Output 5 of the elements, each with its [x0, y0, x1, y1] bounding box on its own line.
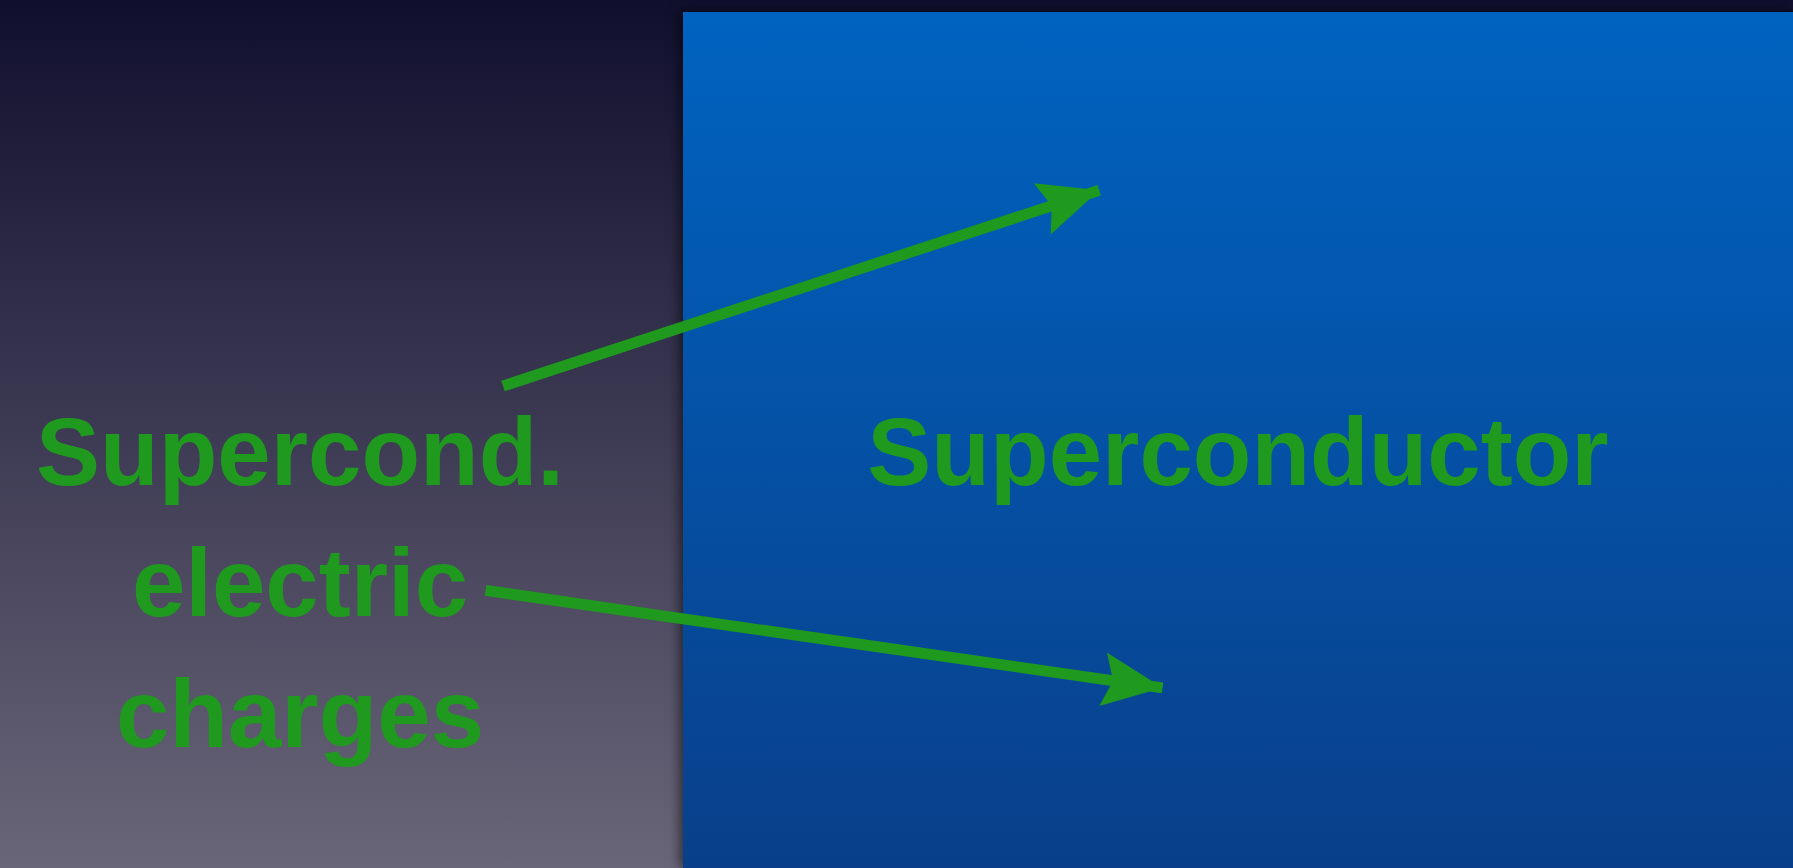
superconductor-panel: [683, 10, 1793, 868]
arrow: [501, 183, 1101, 392]
panel-label: Superconductor: [866, 397, 1610, 507]
arrow: [484, 584, 1164, 706]
text-label: Supercond. electric charges: [10, 386, 590, 779]
